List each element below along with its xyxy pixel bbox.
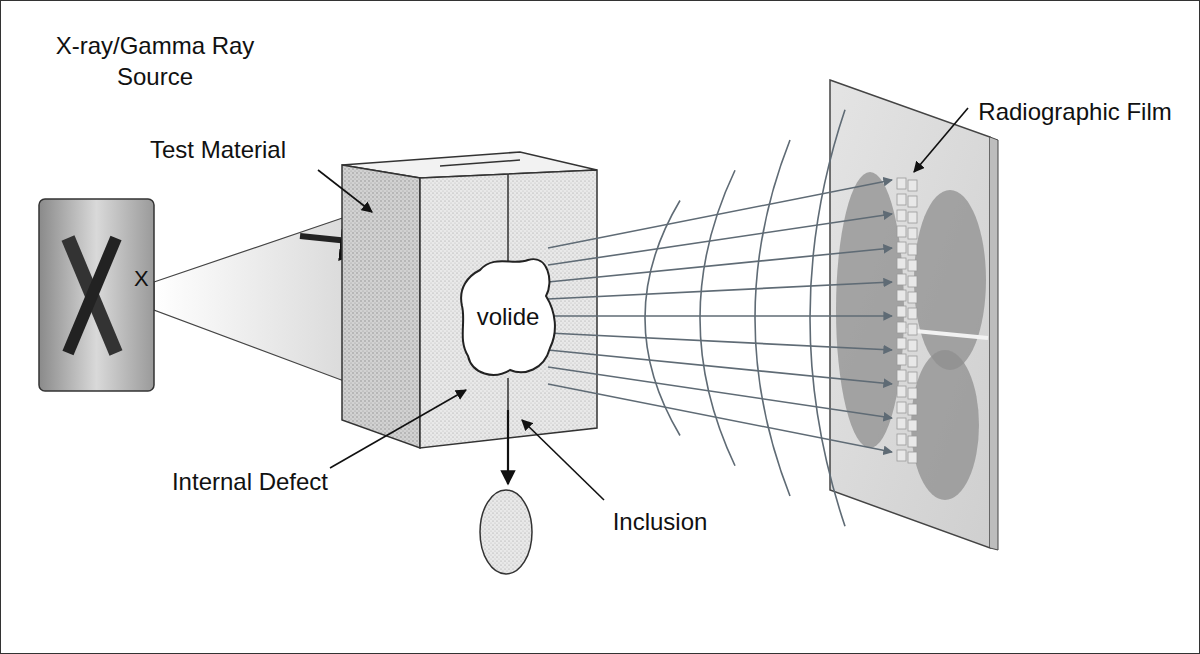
film-shadow-bottom (911, 350, 979, 500)
film-shadow-top (914, 190, 986, 370)
test-material-label: Test Material (118, 134, 318, 165)
film-shadow-left (836, 172, 904, 448)
void-defect: volide (458, 252, 558, 382)
source-housing (38, 198, 155, 392)
source-title: X-ray/Gamma Ray Source (40, 30, 270, 92)
inclusion-arrow (507, 410, 509, 484)
leader-internal-defect (330, 390, 466, 468)
radiographic-film-label: Radiographic Film (960, 96, 1190, 127)
xray-source: X (38, 198, 155, 392)
film-bright-line (905, 330, 988, 338)
inclusion-particle (480, 490, 532, 574)
film-edge (990, 137, 998, 550)
internal-defect-label: Internal Defect (150, 466, 350, 497)
leader-test-material (318, 170, 372, 212)
radiographic-film (830, 80, 990, 548)
leader-inclusion (522, 420, 604, 500)
film-grid (897, 178, 917, 463)
inclusion-label: Inclusion (590, 506, 730, 537)
block-side (342, 165, 420, 448)
ray-lines (548, 110, 892, 527)
void-label: volide (477, 302, 540, 332)
source-symbol-letter: X (134, 265, 149, 293)
leader-radiographic-film (914, 108, 968, 172)
